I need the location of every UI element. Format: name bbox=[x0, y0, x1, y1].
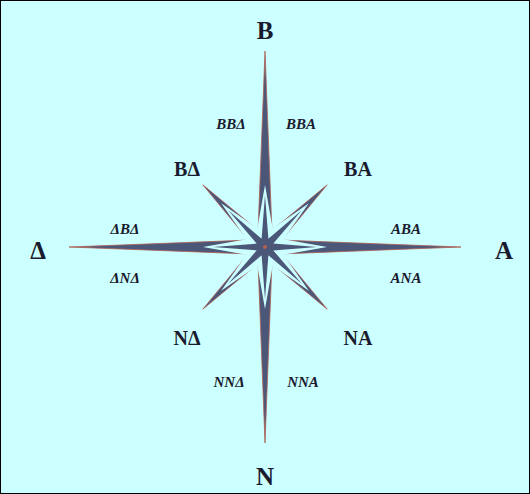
direction-label: BA bbox=[344, 159, 372, 179]
sub-direction-label: NNΔ bbox=[213, 375, 244, 390]
sub-direction-label: ΔNΔ bbox=[110, 271, 140, 286]
sub-direction-label: BBΔ bbox=[216, 117, 245, 132]
direction-label: B bbox=[257, 18, 274, 43]
sub-direction-label: BBA bbox=[286, 117, 316, 132]
compass-star bbox=[69, 51, 461, 443]
compass-center bbox=[263, 245, 267, 249]
direction-label: NA bbox=[344, 328, 373, 348]
direction-label: NΔ bbox=[174, 328, 201, 348]
sub-direction-label: ABA bbox=[391, 222, 421, 237]
direction-label: Δ bbox=[30, 238, 46, 263]
sub-direction-label: NNA bbox=[287, 375, 319, 390]
direction-label: A bbox=[495, 238, 513, 263]
sub-direction-label: ΔBΔ bbox=[111, 222, 140, 237]
sub-direction-label: ANA bbox=[391, 271, 422, 286]
direction-label: BΔ bbox=[174, 159, 200, 179]
direction-label: N bbox=[256, 464, 274, 489]
compass-inner-light bbox=[203, 185, 327, 309]
compass-inner-star bbox=[213, 195, 317, 299]
